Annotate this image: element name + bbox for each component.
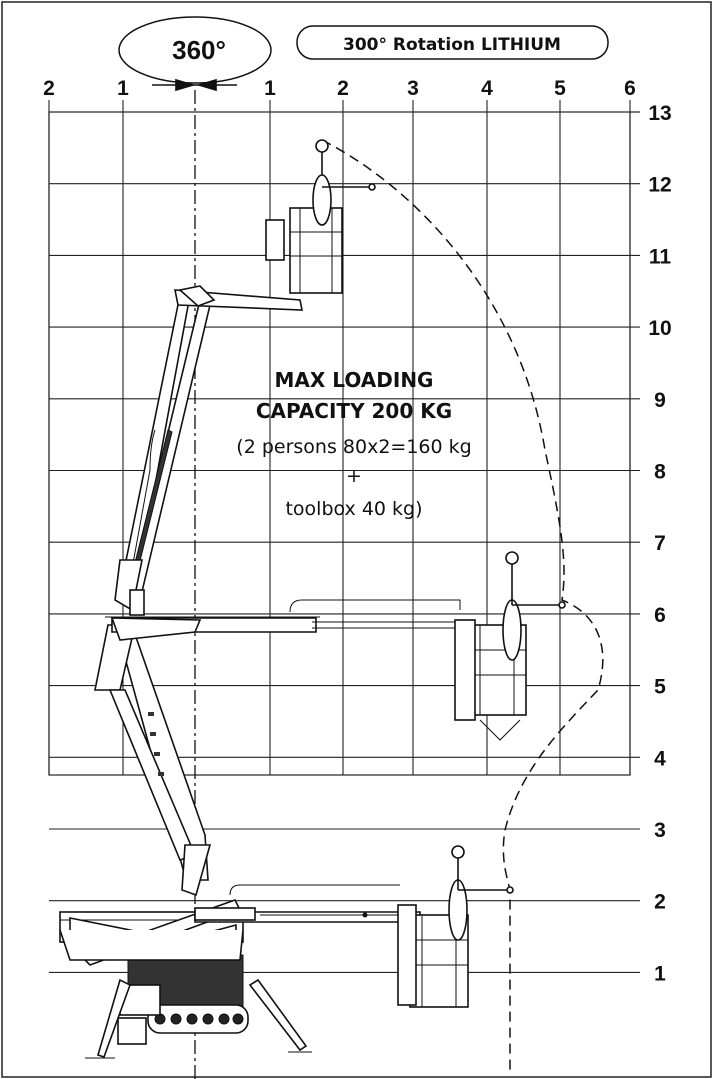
x-axis-label: 3 <box>407 77 419 100</box>
y-axis-label: 12 <box>648 174 671 197</box>
y-axis-label: 10 <box>648 317 671 340</box>
y-axis-label: 7 <box>654 532 666 555</box>
capacity-line4: + <box>346 465 362 487</box>
y-axis-label: 13 <box>648 102 671 125</box>
basket-middle <box>454 551 566 741</box>
rotation-title-pill <box>296 25 609 60</box>
upper-arm-top <box>114 285 303 616</box>
y-axis-label: 4 <box>654 747 666 770</box>
capacity-line1: MAX LOADING <box>275 368 434 392</box>
rotation-arrow-icon <box>152 78 237 92</box>
capacity-line3: (2 persons 80x2=160 kg <box>236 436 471 458</box>
x-axis-label: 1 <box>264 77 276 100</box>
capacity-line5: toolbox 40 kg) <box>285 498 422 520</box>
y-axis-label: 2 <box>654 891 666 914</box>
y-axis-label: 6 <box>654 604 666 627</box>
rotation-title: 300° Rotation LITHIUM <box>343 35 561 55</box>
y-axis-label: 8 <box>654 461 666 484</box>
lift-machine <box>59 139 566 1059</box>
basket-bottom <box>397 845 514 1008</box>
x-axis-label: 1 <box>117 77 129 100</box>
capacity-line2: CAPACITY 200 KG <box>256 399 452 423</box>
x-axis-labels: 2 1 1 2 3 4 5 6 <box>43 77 636 100</box>
rotation-badge-text: 360° <box>172 35 226 65</box>
y-axis-label: 3 <box>654 819 666 842</box>
x-axis-label: 2 <box>43 77 55 100</box>
y-axis-labels: 13 12 11 10 9 8 7 6 5 4 3 2 1 <box>648 102 671 985</box>
lower-boom <box>94 618 212 897</box>
x-axis-label: 4 <box>481 77 493 100</box>
rotation-badge-ellipse <box>118 16 272 84</box>
y-axis-label: 5 <box>654 676 666 699</box>
x-axis-label: 6 <box>624 77 636 100</box>
y-axis-label: 11 <box>649 245 672 268</box>
tracked-base <box>59 899 312 1059</box>
capacity-note: MAX LOADING CAPACITY 200 KG (2 persons 8… <box>236 368 471 520</box>
x-axis-label: 2 <box>337 77 349 100</box>
boom-mid-position <box>105 599 462 641</box>
basket-top <box>265 139 376 294</box>
y-axis-label: 1 <box>654 962 666 985</box>
working-envelope-curve <box>321 139 604 1075</box>
y-axis-label: 9 <box>654 389 666 412</box>
x-axis-label: 5 <box>554 77 566 100</box>
